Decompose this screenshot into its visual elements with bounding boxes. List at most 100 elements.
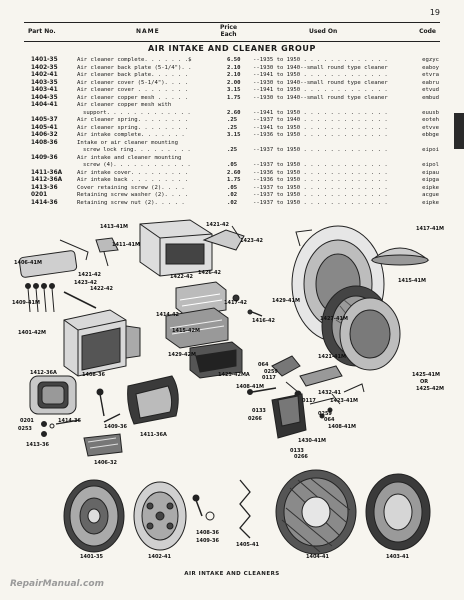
diagram-part-label: 1422-42 [170, 274, 193, 280]
part-number: 1412-36A [31, 177, 63, 183]
part-name: Air cleaner back plate. . . . . . [77, 72, 189, 78]
part-used-on: --1937 to 1950 . . . . . . . . . . . . . [253, 184, 388, 191]
part-used-on: --1930 to 1940--small round type cleaner [253, 79, 388, 86]
part-number: 1406-32 [31, 132, 58, 138]
part-name: Air intake back . . . . . . . . . [77, 177, 189, 183]
part-price: 2.60 [227, 109, 241, 116]
part-used-on: --1930 to 1940--small round type cleaner [253, 64, 388, 71]
diagram-part-label: 1430-41M [298, 438, 326, 444]
header-code: Code [419, 28, 436, 35]
part-number: 1403-35 [31, 79, 58, 86]
part-used-on: --1930 to 1940--small round type cleaner [253, 94, 388, 101]
diagram-part-label: 1432-41 [318, 390, 341, 396]
diagram-part-label: 1417-42 [224, 300, 247, 306]
diagram-part-label: 0266 [294, 454, 308, 460]
diagram-part-label: 1409-36 [196, 538, 219, 544]
part-name: Air cleaner back plate (5-1/4"). . [77, 64, 192, 71]
intake-cover-drawing [127, 375, 179, 425]
part-used-on: --1941 to 1950 . . . . . . . . . . . . . [253, 124, 388, 131]
diagram-part-label: 1417-41M [416, 226, 444, 232]
filter-element-drawing [165, 281, 243, 379]
diagram-part-label: 1408-36 [82, 372, 105, 378]
part-name: Cover retaining screw (2). . . . [77, 184, 185, 191]
part-price: 2.60 [227, 169, 241, 176]
diagram-part-label: 1416-42 [252, 318, 275, 324]
part-number: 1402-41 [31, 72, 58, 78]
diagram-part-label: 1425-42M [416, 386, 444, 392]
part-number: 1405-37 [31, 117, 58, 123]
cleaner-housing-drawing [63, 309, 141, 377]
part-code: eoteh [422, 117, 439, 123]
table-header: Part No. NAME Price Each Used On Code [24, 22, 440, 42]
diagram-part-label: 1421-41M [318, 354, 346, 360]
diagram-part-label: 1409-41M [12, 300, 40, 306]
diagram-part-label: 1425-42MA [218, 372, 250, 378]
part-used-on: --1937 to 1940 . . . . . . . . . . . . . [253, 117, 388, 123]
intake-back-drawing [29, 375, 77, 415]
diagram-part-label: 0259 [264, 369, 278, 375]
diagram-part-label: 0253 [18, 426, 32, 432]
diagram-part-label: 1425-41M [412, 372, 440, 378]
cover-plate-drawing [18, 239, 89, 278]
part-code: etvra [422, 72, 439, 78]
diagram-part-label: 064 [258, 362, 269, 368]
table-row: screw lock ring. . . . . . . . ..25--193… [31, 147, 439, 155]
part-code: eabru [422, 79, 439, 86]
part-name: support. . . . . . . . . . . . . [83, 109, 191, 116]
part-code: eipau [422, 169, 439, 176]
diagram-part-label: 1421-42 [78, 272, 101, 278]
diagram-part-label: 1422-42 [90, 286, 113, 292]
header-used-on: Used On [309, 28, 338, 35]
diagram-part-label: 1408-41M [328, 424, 356, 430]
figure-caption: AIR INTAKE AND CLEANERS [184, 571, 280, 577]
part-code: etvud [422, 87, 439, 93]
part-price: 2.10 [227, 64, 241, 71]
diagram-part-label: 1423-41M [330, 398, 358, 404]
part-name: screw lock ring. . . . . . . . . [83, 147, 191, 153]
part-number: 1411-36A [31, 169, 63, 176]
section-title: AIR INTAKE AND CLEANER GROUP [148, 44, 316, 53]
part-price: 3.15 [227, 87, 241, 93]
part-name: Air intake complete. . . . . . . [77, 132, 185, 138]
part-number: 1414-36 [31, 199, 58, 206]
part-used-on: --1936 to 1950 . . . . . . . . . . . . . [253, 177, 388, 183]
diagram-part-label: 1427-41M [320, 316, 348, 322]
table-row: support. . . . . . . . . . . . .2.60--19… [31, 110, 439, 118]
part-name: Air cleaner cover (5-1/4"). . . . [77, 79, 189, 86]
cleaner-complete-drawing [63, 479, 125, 553]
diagram-part-label: 1426-42 [198, 270, 221, 276]
diagram-part-label: 1413-41M [100, 224, 128, 230]
part-name: Air intake and cleaner mounting [77, 154, 182, 161]
back-plate-drawing [133, 481, 187, 551]
part-number: 1401-35 [31, 57, 58, 63]
watermark: RepairManual.com [10, 579, 104, 589]
bolts-drawing [25, 283, 97, 313]
part-code: euusb [422, 109, 439, 116]
part-number: 1408-36 [31, 139, 58, 146]
table-row: screw (4). . . . . . . . . . . ..05--193… [31, 162, 439, 170]
part-number: 1405-41 [31, 124, 58, 131]
diagram-part-label: 1406-41M [14, 260, 42, 266]
part-name: Air cleaner copper mesh . . . . . [77, 94, 189, 101]
part-number: 1403-41 [31, 87, 58, 93]
part-price: 3.15 [227, 132, 241, 138]
header-part-no: Part No. [28, 28, 56, 35]
part-code: eipke [422, 199, 439, 206]
parts-diagram: 1413-41M1421-421423-421417-41M1411-41M14… [12, 219, 444, 560]
diagram-part-label: 0259 [318, 411, 332, 417]
part-price: .05 [227, 162, 238, 168]
table-row: 1403-35 Air cleaner cover (5-1/4"). . . .… [31, 80, 439, 88]
diagram-part-label: 1405-41 [236, 542, 259, 548]
part-name: screw (4). . . . . . . . . . . . [83, 162, 191, 168]
part-code: acgue [422, 192, 439, 198]
part-price: 2.00 [227, 79, 241, 86]
part-price: .02 [227, 192, 238, 198]
part-price: 2.10 [227, 72, 241, 78]
